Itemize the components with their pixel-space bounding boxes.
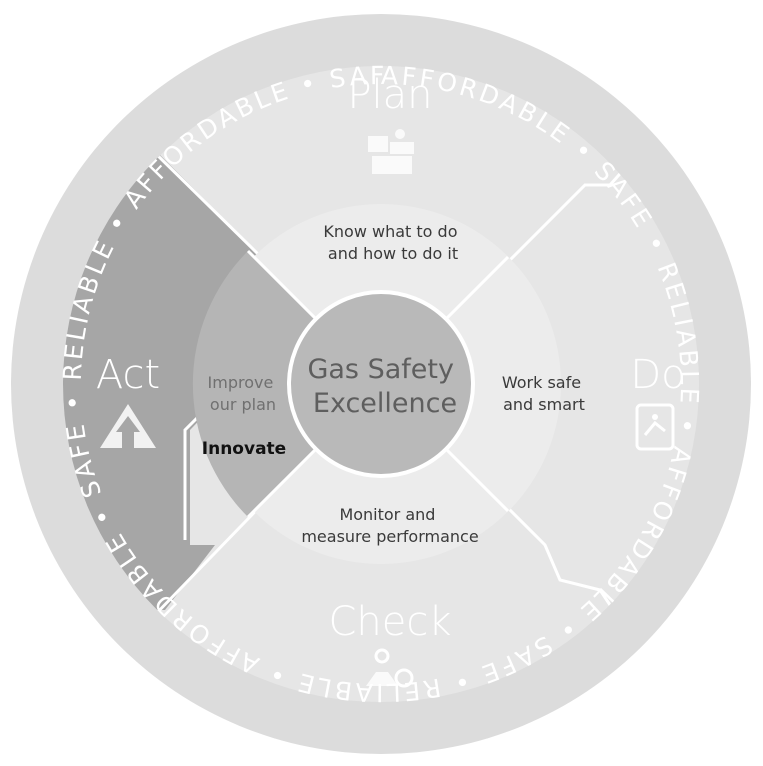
act-icon	[100, 404, 156, 448]
act-description-line2: our plan	[210, 395, 276, 414]
plan-description: Know what to do and how to do it	[323, 222, 462, 263]
do-check-divider	[458, 458, 622, 621]
check-description-line2: measure performance	[301, 527, 478, 546]
plan-icon	[368, 129, 414, 174]
do-description-line1: Work safe	[502, 373, 581, 392]
phase-act-title: Act	[96, 352, 160, 398]
center-title-line2: Excellence	[313, 388, 457, 419]
act-description-line1: Improve	[208, 373, 274, 392]
phase-plan-title: Plan	[347, 72, 432, 118]
center-title: Gas Safety Excellence	[307, 354, 462, 419]
plan-description-line2: and how to do it	[328, 244, 458, 263]
do-description-line2: and smart	[503, 395, 585, 414]
plan-description-line1: Know what to do	[323, 222, 457, 241]
do-icon	[635, 403, 675, 451]
act-inner-region	[192, 251, 381, 517]
center-title-line1: Gas Safety	[307, 354, 454, 385]
act-innovate-label: Innovate	[202, 439, 286, 459]
check-icon	[366, 648, 414, 688]
act-description: Improve our plan	[208, 373, 279, 414]
check-description-line1: Monitor and	[339, 505, 435, 524]
center-circle	[287, 290, 475, 478]
phase-do-title: Do	[630, 352, 685, 398]
do-description: Work safe and smart	[502, 373, 586, 414]
phase-check-title: Check	[328, 599, 451, 645]
check-description: Monitor and measure performance	[301, 505, 478, 546]
